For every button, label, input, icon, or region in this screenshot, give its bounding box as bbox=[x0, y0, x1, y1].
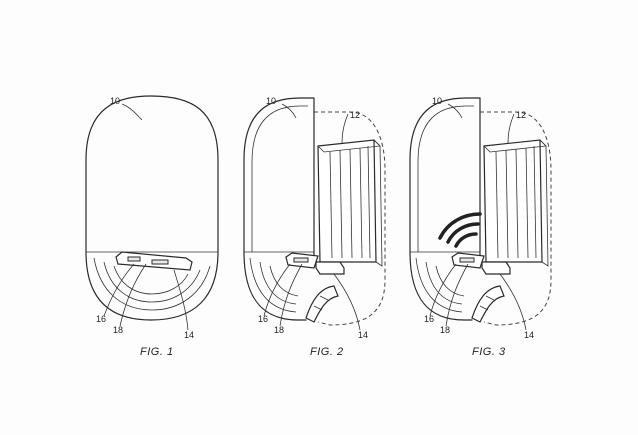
fig3-field-arc bbox=[435, 265, 465, 297]
fig2-leader-12 bbox=[341, 113, 349, 145]
fig1-ref-device: 14 bbox=[184, 330, 194, 340]
fig1-leader-16 bbox=[103, 263, 135, 317]
fig1-light-2 bbox=[151, 259, 169, 265]
fig3-leader-12 bbox=[507, 113, 515, 145]
figure-1: 10 16 18 14 FIG. 1 bbox=[85, 95, 219, 358]
fig3-window-inner bbox=[417, 105, 474, 252]
fig3-light-1 bbox=[459, 257, 475, 263]
fig2-leader-18 bbox=[279, 263, 303, 327]
fig1-window-outline bbox=[85, 95, 219, 321]
fig3-ref-window: 10 bbox=[432, 96, 442, 106]
fig1-caption: FIG. 1 bbox=[140, 346, 174, 358]
fig3-shade bbox=[483, 139, 549, 267]
fig3-signal-wave bbox=[446, 222, 480, 244]
fig2-ref-shade: 12 bbox=[350, 110, 360, 120]
fig1-field-arc bbox=[93, 257, 211, 311]
fig2-leader-10 bbox=[281, 103, 297, 119]
fig3-leader-16 bbox=[429, 263, 457, 317]
fig3-device-block bbox=[481, 261, 511, 275]
fig3-signal-wave bbox=[454, 232, 478, 248]
fig2-window-outline bbox=[243, 97, 315, 321]
fig1-leader-18 bbox=[119, 263, 147, 327]
fig3-ref-device: 14 bbox=[524, 330, 534, 340]
fig1-leader-14 bbox=[173, 269, 189, 331]
fig3-ref-field: 16 bbox=[424, 314, 434, 324]
fig2-window-inner bbox=[251, 105, 308, 252]
fig3-signal-wave bbox=[438, 212, 482, 240]
figure-2: 10 12 16 18 14 FIG. 2 bbox=[243, 96, 386, 358]
fig1-field-arc bbox=[103, 261, 201, 303]
fig1-leader-10 bbox=[121, 103, 143, 121]
fig3-field-arc bbox=[415, 257, 463, 313]
fig3-caption: FIG. 3 bbox=[472, 346, 506, 358]
fig3-ref-lights: 18 bbox=[440, 325, 450, 335]
fig1-ref-field: 16 bbox=[96, 314, 106, 324]
fig1-field-arc bbox=[113, 265, 189, 295]
figure-3: 10 12 16 18 14 FIG. 3 bbox=[409, 96, 552, 358]
fig2-ref-lights: 18 bbox=[274, 325, 284, 335]
fig3-field-arc bbox=[425, 261, 463, 305]
fig2-ref-field: 16 bbox=[258, 314, 268, 324]
fig2-ref-window: 10 bbox=[266, 96, 276, 106]
fig3-duct bbox=[471, 285, 505, 323]
fig1-ref-window: 10 bbox=[110, 96, 120, 106]
fig2-leader-14 bbox=[333, 273, 361, 331]
fig1-light-1 bbox=[127, 256, 141, 262]
fig3-leader-10 bbox=[447, 103, 463, 119]
fig2-device-block bbox=[315, 261, 345, 275]
fig2-duct-rib bbox=[313, 295, 329, 311]
fig1-ref-lights: 18 bbox=[113, 325, 123, 335]
fig2-field-arc bbox=[269, 265, 299, 297]
fig2-light-1 bbox=[293, 257, 309, 263]
fig2-housing-dashed bbox=[314, 111, 386, 326]
fig2-leader-16 bbox=[263, 263, 291, 317]
fig3-window-outline bbox=[409, 97, 481, 321]
fig2-ref-device: 14 bbox=[358, 330, 368, 340]
fig3-leader-14 bbox=[499, 273, 527, 331]
fig2-field-arc bbox=[259, 261, 297, 305]
fig2-shade bbox=[317, 139, 383, 267]
fig2-caption: FIG. 2 bbox=[310, 346, 344, 358]
fig3-housing-dashed bbox=[480, 111, 552, 326]
fig3-ref-shade: 12 bbox=[516, 110, 526, 120]
fig3-leader-18 bbox=[445, 263, 469, 327]
fig3-duct-rib bbox=[479, 295, 495, 311]
fig2-duct bbox=[305, 285, 339, 323]
fig2-field-arc bbox=[249, 257, 297, 313]
